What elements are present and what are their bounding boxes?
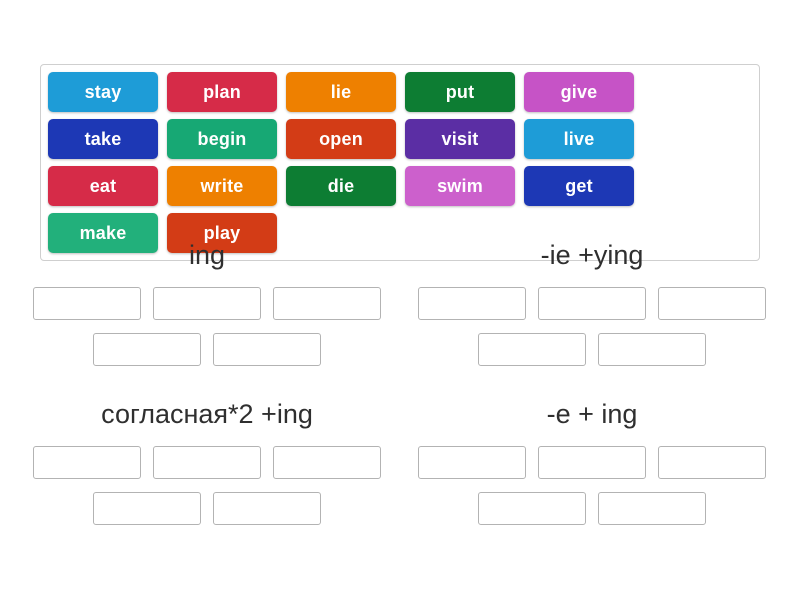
word-tile[interactable]: take — [48, 119, 158, 159]
group-title: -e + ing — [546, 399, 638, 429]
word-tile[interactable]: plan — [167, 72, 277, 112]
word-tile[interactable]: lie — [286, 72, 396, 112]
word-tile[interactable]: visit — [405, 119, 515, 159]
drop-slot[interactable] — [273, 287, 381, 320]
drop-slot[interactable] — [598, 333, 706, 366]
slot-row — [22, 492, 392, 525]
group-title: -ie +ying — [540, 240, 644, 270]
group-ing: ing — [22, 236, 392, 379]
drop-slot[interactable] — [33, 446, 141, 479]
word-tile[interactable]: live — [524, 119, 634, 159]
slot-row — [22, 446, 392, 479]
group-drop-e-ing: -e + ing — [407, 395, 777, 538]
group-sort-area: ing -ie +ying согласная*2 +ing — [22, 236, 777, 538]
word-tile[interactable]: get — [524, 166, 634, 206]
drop-slot[interactable] — [658, 446, 766, 479]
slot-row — [22, 287, 392, 320]
word-tile[interactable]: make — [48, 213, 158, 253]
word-tile[interactable]: write — [167, 166, 277, 206]
word-tile[interactable]: eat — [48, 166, 158, 206]
drop-slot[interactable] — [33, 287, 141, 320]
drop-slot[interactable] — [418, 287, 526, 320]
word-tray: stay plan lie put give take begin open v… — [40, 64, 760, 261]
word-tile[interactable]: open — [286, 119, 396, 159]
word-tile[interactable]: put — [405, 72, 515, 112]
word-tile[interactable]: swim — [405, 166, 515, 206]
drop-slot[interactable] — [538, 446, 646, 479]
slot-row — [407, 446, 777, 479]
group-ie-ying: -ie +ying — [407, 236, 777, 379]
drop-slot[interactable] — [153, 446, 261, 479]
word-tile[interactable]: begin — [167, 119, 277, 159]
slot-row — [22, 333, 392, 366]
word-tile[interactable]: play — [167, 213, 277, 253]
drop-slot[interactable] — [418, 446, 526, 479]
word-tile[interactable]: stay — [48, 72, 158, 112]
group-double-consonant-ing: согласная*2 +ing — [22, 395, 392, 538]
drop-slot[interactable] — [598, 492, 706, 525]
drop-slot[interactable] — [478, 492, 586, 525]
word-tile[interactable]: die — [286, 166, 396, 206]
drop-slot[interactable] — [213, 333, 321, 366]
word-tile[interactable]: give — [524, 72, 634, 112]
drop-slot[interactable] — [538, 287, 646, 320]
slot-row — [407, 492, 777, 525]
drop-slot[interactable] — [93, 492, 201, 525]
drop-slot[interactable] — [273, 446, 381, 479]
drop-slot[interactable] — [153, 287, 261, 320]
slot-row — [407, 287, 777, 320]
slot-row — [407, 333, 777, 366]
drop-slot[interactable] — [478, 333, 586, 366]
group-title: согласная*2 +ing — [101, 399, 313, 429]
drop-slot[interactable] — [213, 492, 321, 525]
group-title: ing — [188, 240, 226, 270]
drop-slot[interactable] — [658, 287, 766, 320]
drop-slot[interactable] — [93, 333, 201, 366]
